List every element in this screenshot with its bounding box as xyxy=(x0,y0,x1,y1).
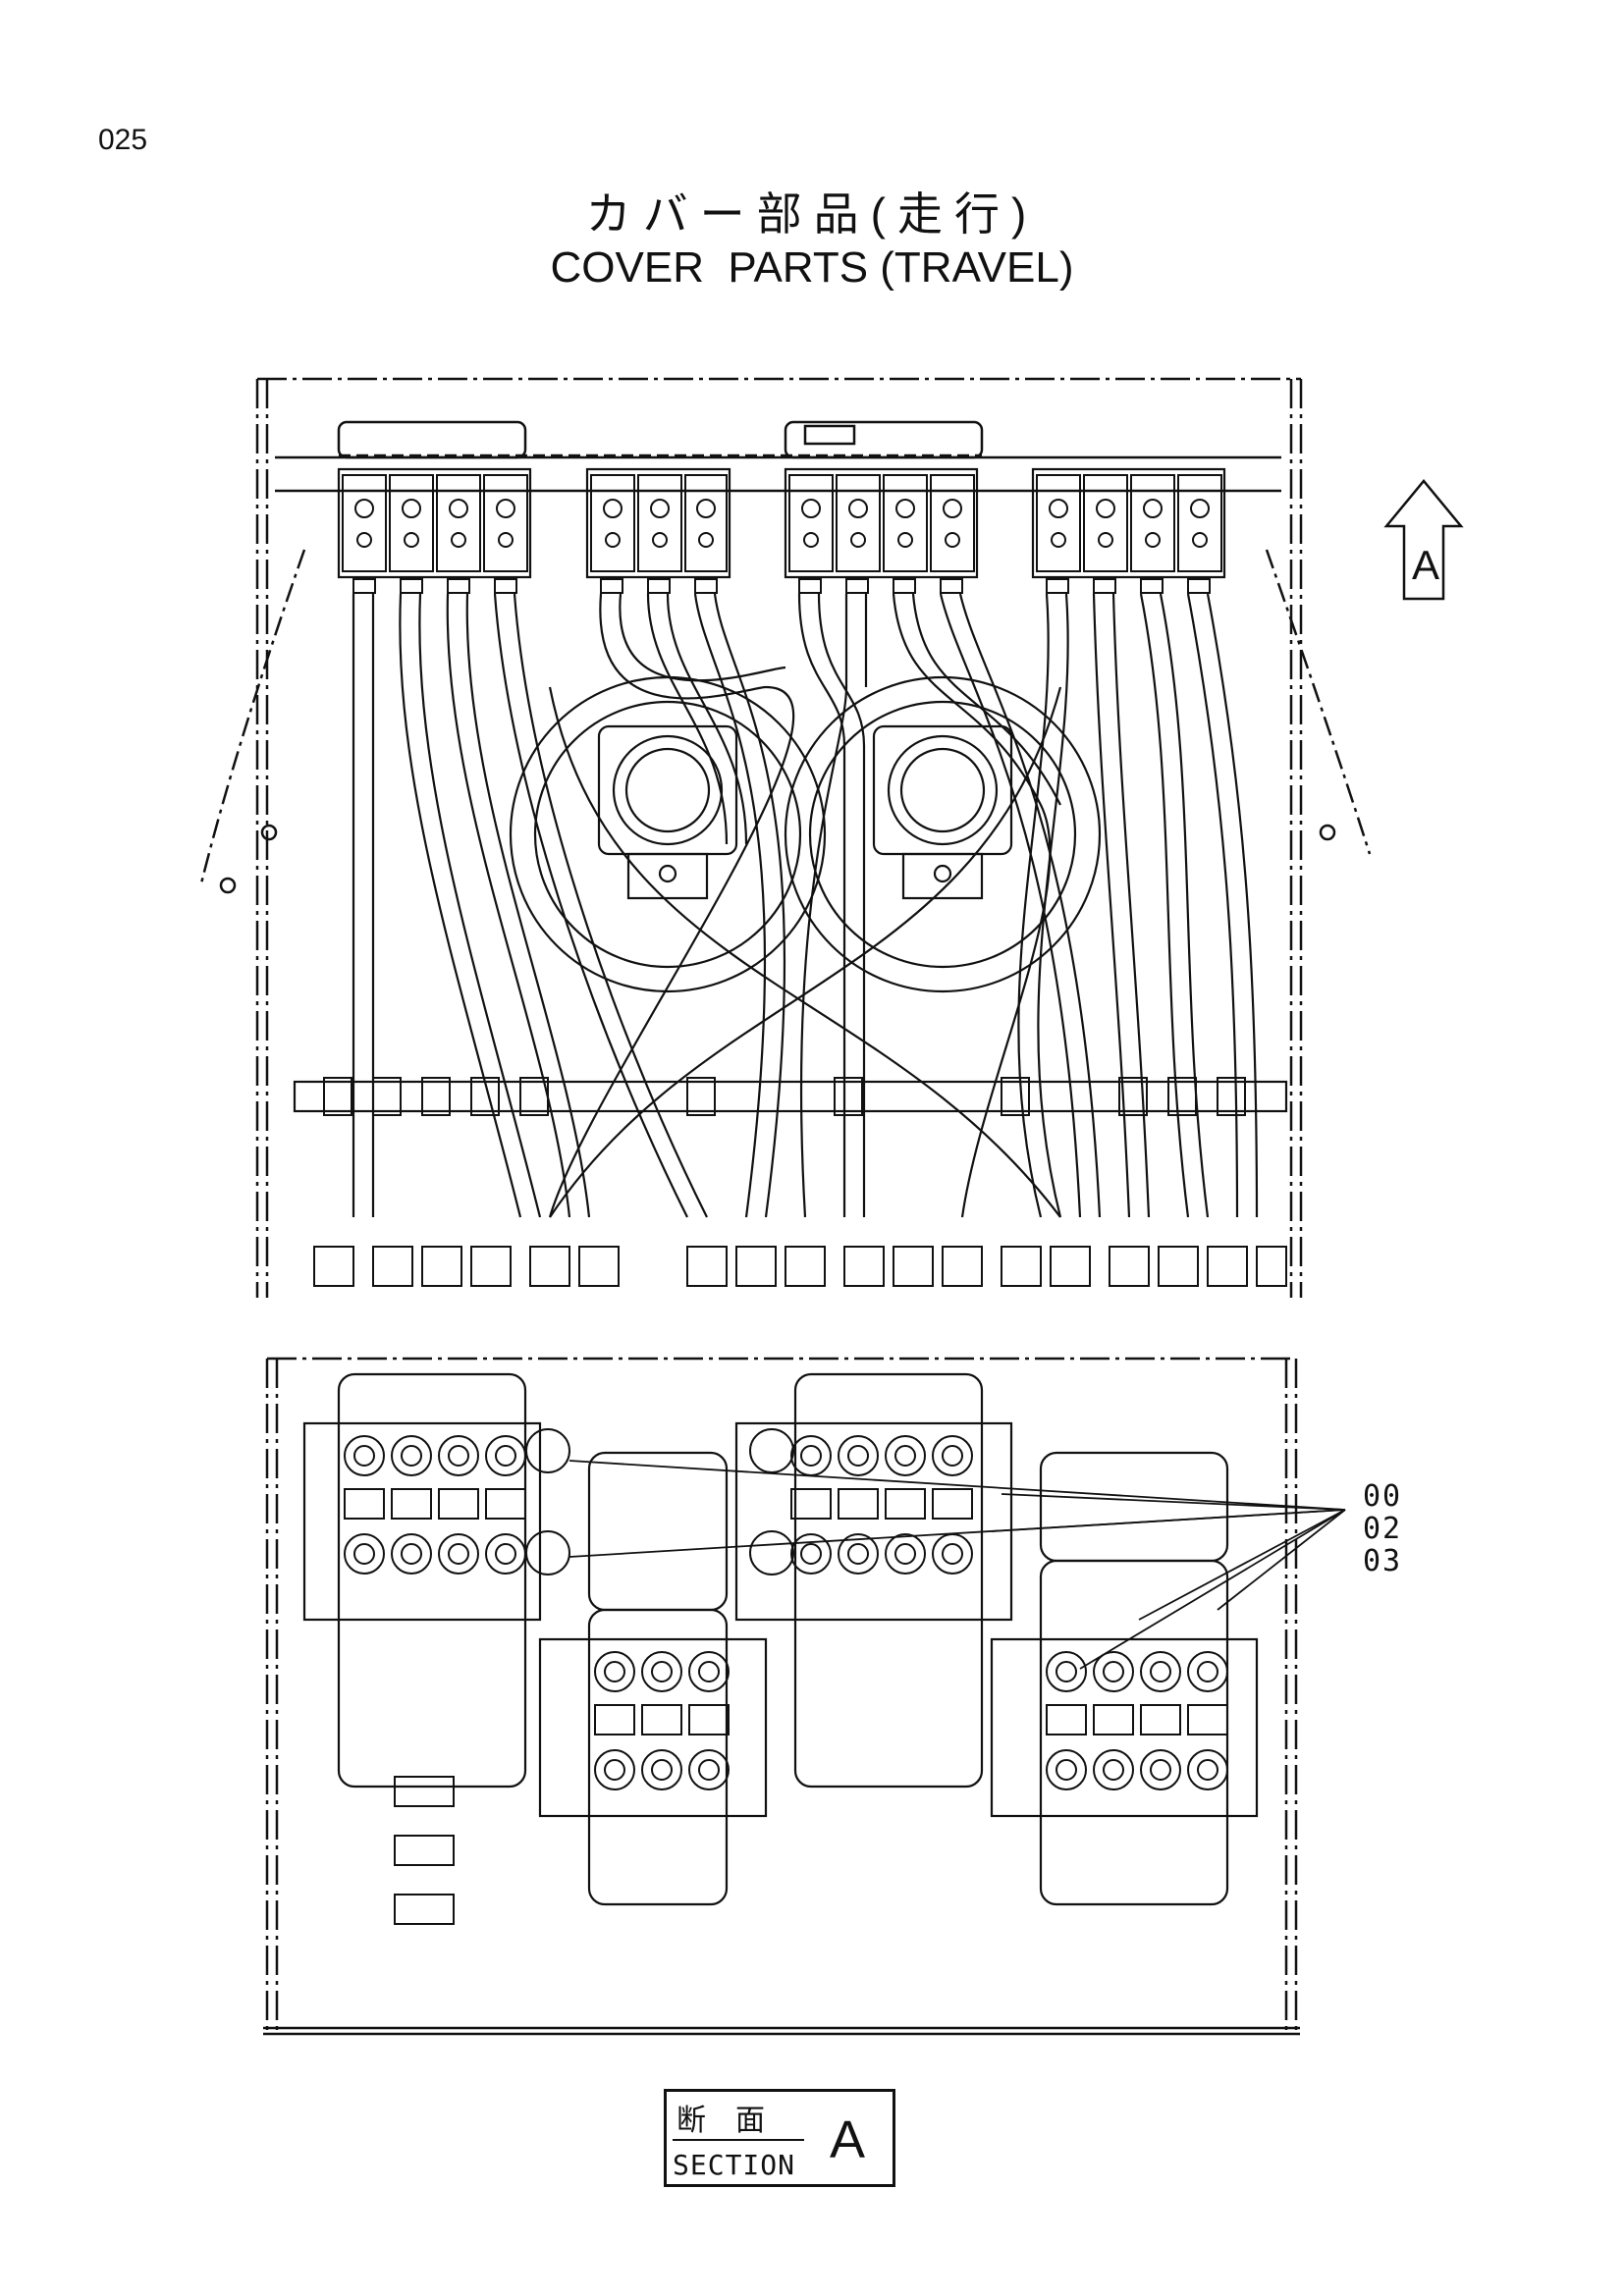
section-label-letter: A xyxy=(830,2110,866,2169)
page-number: 025 xyxy=(98,124,148,156)
section-label-divider xyxy=(673,2139,804,2141)
section-label-english: SECTION xyxy=(673,2149,796,2181)
section-view xyxy=(263,1357,1346,2036)
callout-03: 03 xyxy=(1363,1544,1403,1578)
callout-list: 00 02 03 xyxy=(1363,1480,1402,1577)
view-arrow-letter: A xyxy=(1412,542,1439,588)
title-english: COVER PARTS (TRAVEL) xyxy=(550,243,1074,292)
upper-valve-blocks xyxy=(337,467,1226,579)
callout-00: 00 xyxy=(1363,1479,1403,1514)
section-label-box: 断面 SECTION A xyxy=(664,2089,895,2187)
view-arrow xyxy=(1383,479,1464,601)
section-label-japanese: 断面 xyxy=(677,2105,794,2137)
callout-02: 02 xyxy=(1363,1512,1403,1546)
upper-view xyxy=(199,377,1372,1298)
hoses xyxy=(352,593,1259,1218)
title-japanese: カバー部品(走行) xyxy=(585,188,1039,240)
travel-motors xyxy=(509,675,1102,993)
